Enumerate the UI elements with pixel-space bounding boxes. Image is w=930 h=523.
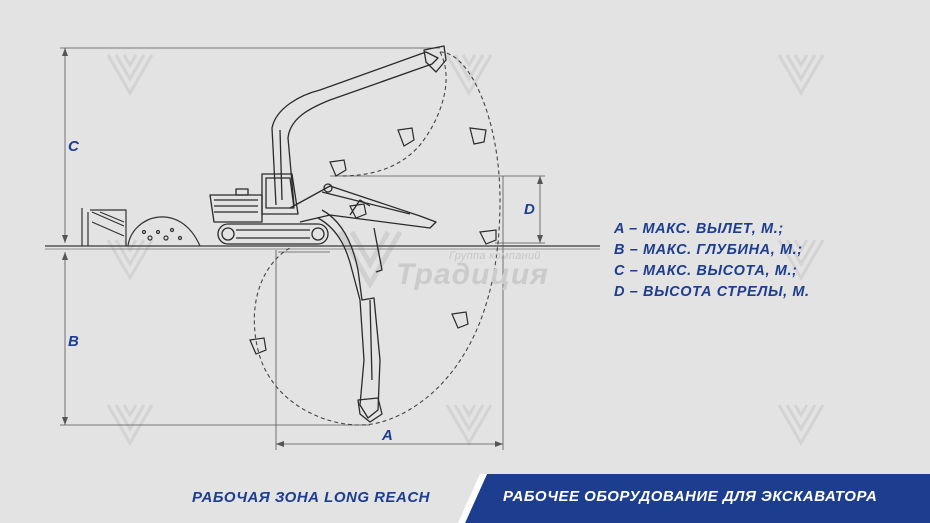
- trench-pile: [81, 208, 201, 247]
- chevron-logo-icon: [106, 54, 154, 96]
- legend-item-d: D – ВЫСОТА СТРЕЛЫ, М.: [614, 284, 810, 300]
- excavator-boom-retracted: [289, 185, 437, 229]
- dimension-arrows: [62, 48, 543, 447]
- footer-banner: [458, 474, 930, 523]
- raised-boom: [271, 45, 447, 206]
- legend-item-a: A – МАКС. ВЫЛЕТ, М.;: [614, 221, 784, 237]
- chevron-logo-icon: [106, 404, 154, 446]
- dimension-lines: [60, 47, 545, 450]
- bucket-icon: [397, 127, 415, 147]
- footer-caption-right: РАБОЧЕЕ ОБОРУДОВАНИЕ ДЛЯ ЭКСКАВАТОРА: [503, 488, 878, 505]
- bucket-icon: [329, 159, 347, 177]
- ground-line: [45, 245, 600, 250]
- chevron-logo-icon: [445, 404, 493, 446]
- dim-b-label: B: [68, 333, 79, 350]
- bucket-icon: [469, 127, 487, 145]
- chevron-logo-icon: [777, 54, 825, 96]
- bucket-top: [423, 45, 447, 73]
- excavator: [209, 173, 437, 245]
- legend-item-b: B – МАКС. ГЛУБИНА, М.;: [614, 242, 803, 258]
- chevron-logo-icon: [445, 54, 493, 96]
- bucket-bottom: [357, 397, 383, 423]
- bucket-icon: [451, 311, 469, 329]
- dim-c-label: C: [68, 138, 80, 155]
- bucket-icon: [479, 229, 497, 245]
- footer-caption-left: РАБОЧАЯ ЗОНА LONG REACH: [192, 489, 431, 506]
- watermark-brand-text: Традиция: [396, 258, 549, 291]
- excavator-counterweight: [209, 194, 263, 223]
- chevron-logo-icon: [777, 404, 825, 446]
- bucket-icon: [249, 337, 267, 355]
- dimension-legend: A – МАКС. ВЫЛЕТ, М.; B – МАКС. ГЛУБИНА, …: [614, 219, 810, 303]
- excavator-cab: [261, 173, 299, 215]
- excavator-tracks: [217, 223, 329, 245]
- lowered-boom: [317, 209, 383, 423]
- watermark-small-text: Группа компаний: [449, 250, 541, 262]
- dim-a-label: A: [381, 427, 393, 444]
- legend-item-c: C – МАКС. ВЫСОТА, М.;: [614, 263, 798, 279]
- chevron-logo-icon: [777, 239, 825, 281]
- working-zone-envelope: [253, 51, 501, 426]
- bucket-positions: [249, 127, 497, 355]
- dim-d-label: D: [524, 201, 535, 218]
- bucket-icon: [349, 203, 367, 219]
